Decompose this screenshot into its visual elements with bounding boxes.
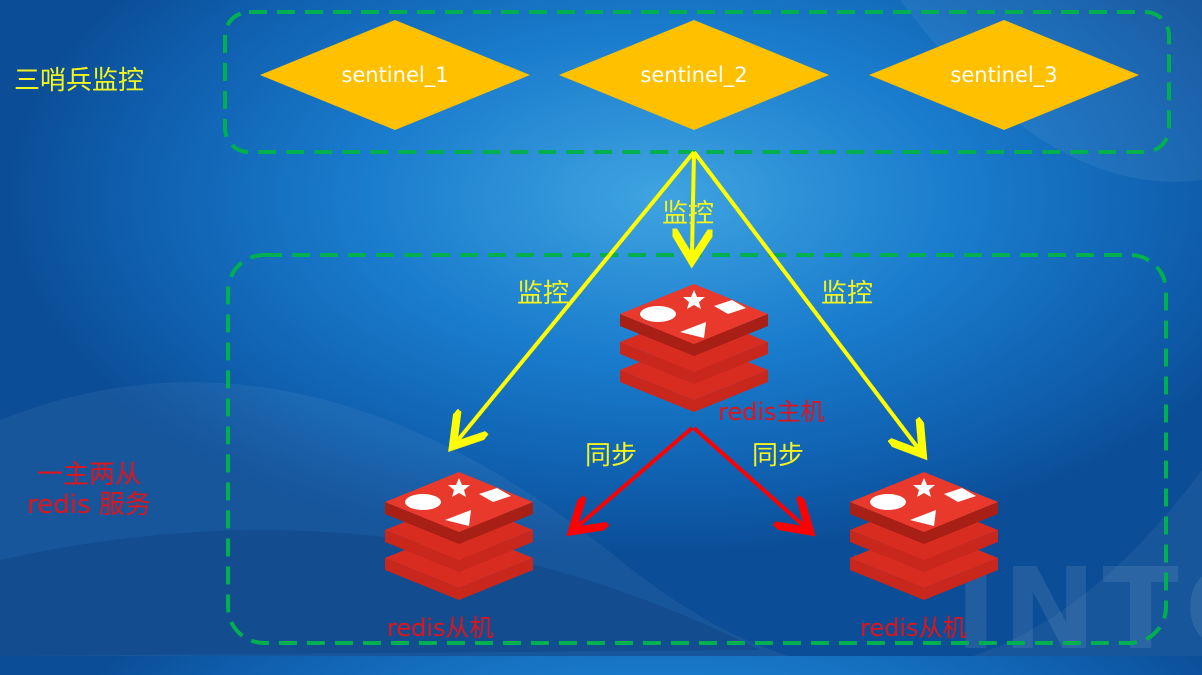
master-slave-line-1: 一主两从	[36, 460, 141, 490]
diagram-canvas	[223, 10, 1171, 645]
monitor-center-label: 监控	[662, 199, 715, 229]
redis-slave-left-label: redis从机	[387, 614, 494, 642]
redis-slave-right-icon	[850, 472, 998, 600]
monitor-arrow-right	[692, 150, 918, 448]
sentinel-2-diamond	[559, 20, 829, 130]
monitor-arrow-left	[458, 150, 696, 440]
redis-slave-left-icon	[385, 472, 533, 600]
master-slave-line-2: redis 服务	[27, 490, 151, 520]
sentinel-monitoring-label: 三哨兵监控	[14, 66, 145, 96]
sentinel-group-border	[223, 10, 1171, 154]
redis-master-label: redis主机	[718, 398, 825, 426]
sentinel-3-diamond	[869, 20, 1139, 130]
monitor-left-label: 监控	[517, 279, 570, 309]
sync-left-label: 同步	[585, 441, 638, 471]
sync-right-label: 同步	[752, 441, 805, 471]
sentinel-2-label: sentinel_2	[640, 63, 748, 87]
sync-arrow-left	[578, 426, 694, 526]
sentinel-1-label: sentinel_1	[341, 63, 449, 87]
sync-arrow-right	[692, 426, 804, 526]
sentinel-1-diamond	[260, 20, 530, 130]
monitor-arrow-center	[692, 151, 694, 253]
sentinel-3-label: sentinel_3	[950, 63, 1058, 87]
redis-slave-right-label: redis从机	[860, 614, 967, 642]
monitor-right-label: 监控	[821, 279, 874, 309]
master-slave-description: 一主两从 redis 服务	[14, 460, 164, 520]
